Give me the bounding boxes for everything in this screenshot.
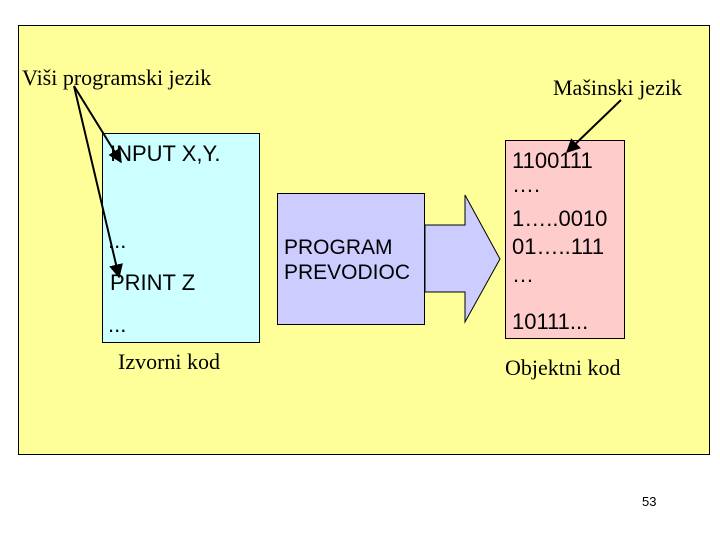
object-line-3: 1…..0010 bbox=[512, 206, 608, 231]
source-line-3: PRINT Z bbox=[110, 270, 196, 295]
source-line-2: ... bbox=[108, 228, 127, 253]
source-line-4: ... bbox=[108, 312, 127, 337]
translator-line-1: PROGRAM bbox=[284, 236, 393, 259]
source-code-caption: Izvorni kod bbox=[118, 349, 221, 374]
machine-language-label: Mašinski jezik bbox=[553, 75, 682, 100]
source-code-box bbox=[102, 133, 260, 343]
translator-box bbox=[277, 193, 425, 325]
object-line-5: … bbox=[512, 262, 534, 287]
object-line-6: 10111... bbox=[512, 309, 589, 334]
object-code-caption: Objektni kod bbox=[505, 355, 621, 380]
translator-line-2: PREVODIOC bbox=[284, 261, 411, 284]
page-number: 53 bbox=[642, 494, 657, 509]
object-line-4: 01…..111 bbox=[512, 234, 605, 259]
object-code-box bbox=[505, 140, 625, 339]
source-line-1: INPUT X,Y. bbox=[110, 141, 221, 166]
object-line-1: 1100111 bbox=[512, 148, 593, 173]
high-level-language-label: Viši programski jezik bbox=[22, 65, 212, 90]
object-line-2: …. bbox=[512, 172, 541, 197]
